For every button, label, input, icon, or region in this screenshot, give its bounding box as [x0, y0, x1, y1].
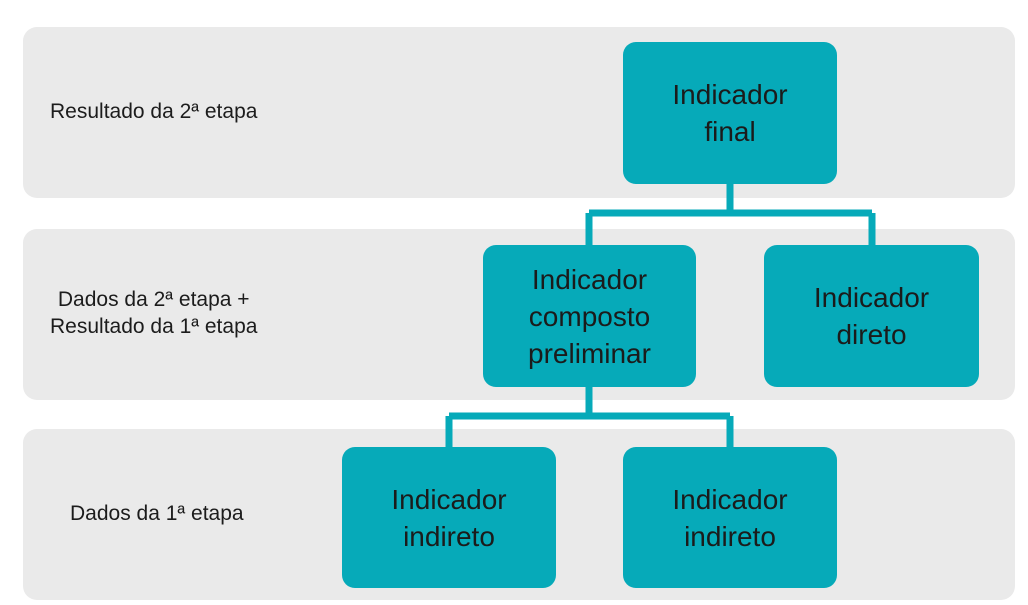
box-label-indicador-indireto-1: Indicador indireto	[391, 483, 507, 552]
band-label-dados-1a-etapa: Dados da 1ª etapa	[70, 502, 244, 525]
box-label-indicador-direto: Indicador direto	[813, 282, 930, 350]
box-indicador-indireto-2: Indicador indireto	[623, 447, 837, 588]
band-resultado-2a-etapa	[23, 27, 1015, 198]
box-indicador-final: Indicador final	[623, 42, 837, 184]
box-indicador-direto: Indicador direto	[764, 245, 979, 387]
box-indicador-indireto-1: Indicador indireto	[342, 447, 556, 588]
box-label-indicador-indireto-2: Indicador indireto	[672, 483, 788, 552]
band-label-dados-2a-etapa: Dados da 2ª etapa + Resultado da 1ª etap…	[50, 288, 258, 338]
box-label-indicador-final: Indicador final	[672, 79, 788, 147]
box-indicador-composto-preliminar: Indicador composto preliminar	[483, 245, 696, 387]
box-label-indicador-composto-preliminar: Indicador composto preliminar	[528, 263, 651, 369]
band-label-resultado-2a-etapa: Resultado da 2ª etapa	[50, 100, 258, 123]
